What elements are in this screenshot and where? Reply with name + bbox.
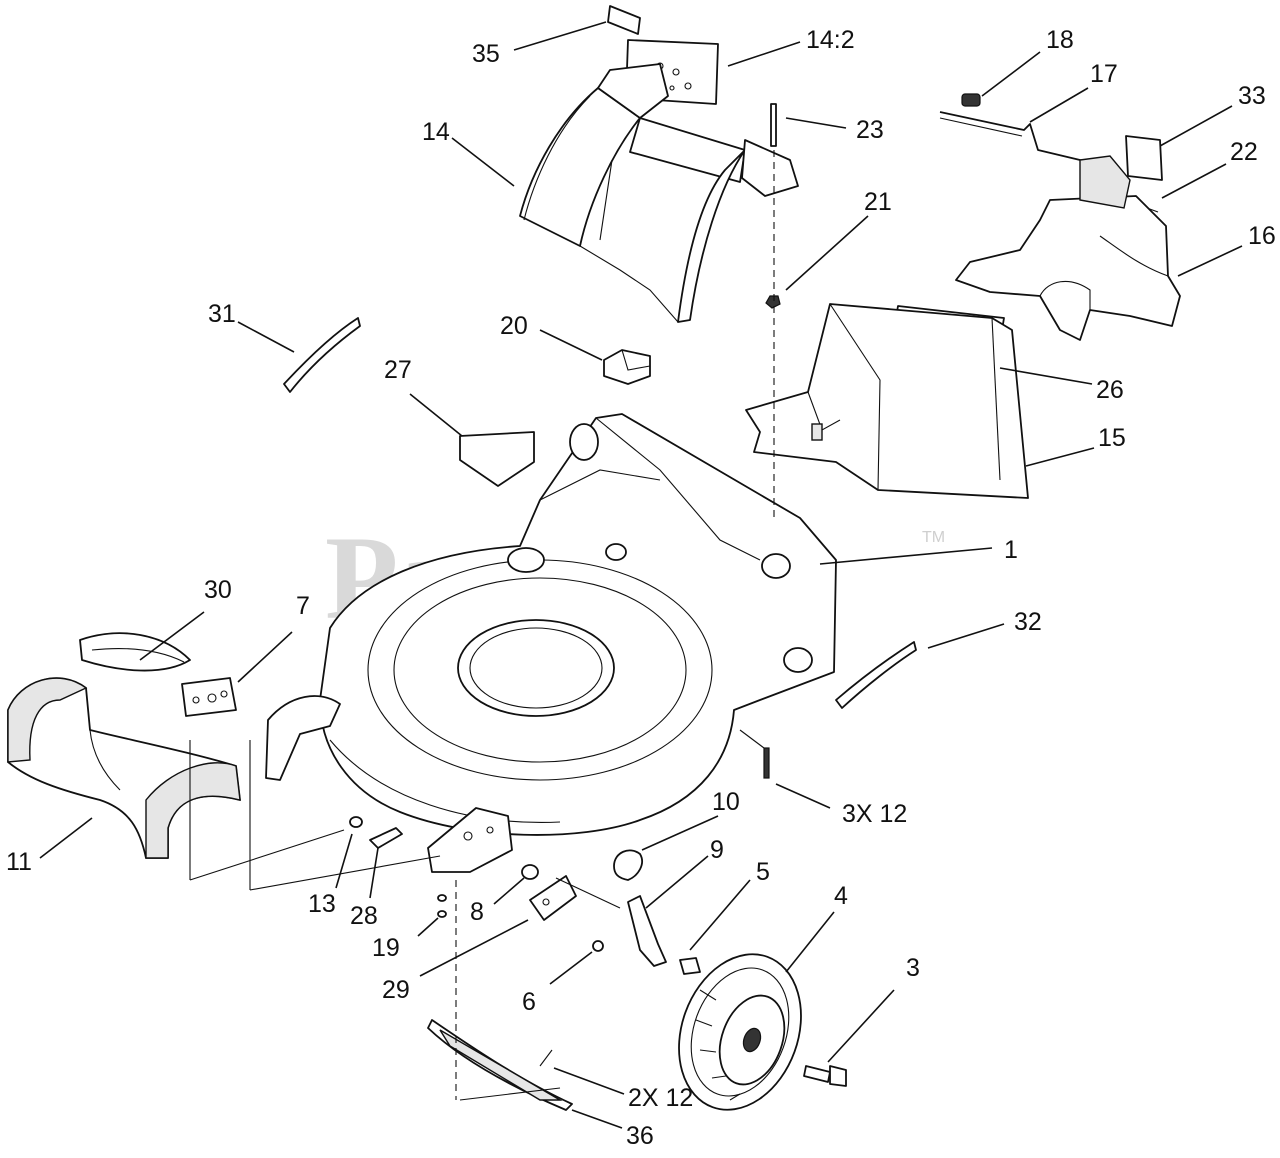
part-15-rear-deflector[interactable] <box>745 303 1029 499</box>
part-29-axle-plate[interactable] <box>529 875 577 921</box>
callout-14[interactable]: 14 <box>422 118 450 146</box>
callout-17[interactable]: 17 <box>1090 60 1118 88</box>
callout-35[interactable]: 35 <box>472 40 500 68</box>
part-3-bolt[interactable] <box>803 1065 847 1087</box>
part-2x12-screw[interactable] <box>539 1049 553 1067</box>
callout-32[interactable]: 32 <box>1014 608 1042 636</box>
callout-28[interactable]: 28 <box>350 902 378 930</box>
callout-23[interactable]: 23 <box>856 116 884 144</box>
part-7-bracket[interactable] <box>181 677 237 717</box>
callout-16[interactable]: 16 <box>1248 222 1276 250</box>
part-3x12-screw[interactable] <box>763 747 770 779</box>
part-19-pins[interactable] <box>437 894 447 918</box>
part-1-deck[interactable] <box>319 413 837 836</box>
part-36-skid[interactable] <box>427 1019 573 1111</box>
callout-labels: 35 14:2 18 17 33 23 14 22 21 16 31 20 26… <box>6 26 1276 1150</box>
callout-14-2[interactable]: 14:2 <box>806 26 855 54</box>
callout-21[interactable]: 21 <box>864 188 892 216</box>
part-14-upper-handle[interactable] <box>519 63 799 323</box>
part-4-wheel[interactable] <box>658 937 822 1127</box>
callout-22[interactable]: 22 <box>1230 138 1258 166</box>
part-9-lever[interactable] <box>627 895 667 967</box>
callout-18[interactable]: 18 <box>1046 26 1074 54</box>
callout-13[interactable]: 13 <box>308 890 336 918</box>
part-height-adjuster[interactable] <box>427 807 513 873</box>
part-27-decal[interactable] <box>459 431 535 487</box>
part-30-strip[interactable] <box>79 632 191 672</box>
callout-3[interactable]: 3 <box>906 954 920 982</box>
callout-27[interactable]: 27 <box>384 356 412 384</box>
part-8-washer[interactable] <box>521 864 539 880</box>
callout-9[interactable]: 9 <box>710 836 724 864</box>
part-20-bumper[interactable] <box>603 349 651 385</box>
callout-29[interactable]: 29 <box>382 976 410 1004</box>
callout-8[interactable]: 8 <box>470 898 484 926</box>
callout-4[interactable]: 4 <box>834 882 848 910</box>
part-32-strip[interactable] <box>835 641 917 709</box>
part-33-decal[interactable] <box>1125 135 1163 181</box>
part-17-bail-rod[interactable] <box>939 111 1093 177</box>
callout-33[interactable]: 33 <box>1238 82 1266 110</box>
part-13-nut[interactable] <box>349 816 363 828</box>
part-16-lower-handle[interactable] <box>955 155 1181 341</box>
callout-11[interactable]: 11 <box>6 848 32 876</box>
part-18-clip[interactable] <box>961 93 981 107</box>
part-11-front-guard[interactable] <box>7 677 241 859</box>
callout-15[interactable]: 15 <box>1098 424 1126 452</box>
watermark-trademark: TM <box>922 529 945 546</box>
part-35-decal[interactable] <box>607 5 641 35</box>
callout-30[interactable]: 30 <box>204 576 232 604</box>
assembly-guide-lines <box>189 150 775 1101</box>
callout-5[interactable]: 5 <box>756 858 770 886</box>
part-21-nut[interactable] <box>765 295 781 309</box>
callout-10[interactable]: 10 <box>712 788 740 816</box>
callout-6[interactable]: 6 <box>522 988 536 1016</box>
leader-lines <box>39 21 1243 1129</box>
part-6-washer[interactable] <box>592 940 604 952</box>
part-23-pin[interactable] <box>770 103 777 147</box>
callout-36[interactable]: 36 <box>626 1122 654 1150</box>
part-28-bracket[interactable] <box>369 827 403 849</box>
callout-3x12[interactable]: 3X 12 <box>842 800 907 828</box>
callout-26[interactable]: 26 <box>1096 376 1124 404</box>
part-5-bolt[interactable] <box>679 957 701 975</box>
part-10-knob[interactable] <box>613 849 643 881</box>
callout-19[interactable]: 19 <box>372 934 400 962</box>
callout-20[interactable]: 20 <box>500 312 528 340</box>
part-front-flap[interactable] <box>265 695 341 781</box>
callout-2x12[interactable]: 2X 12 <box>628 1084 693 1112</box>
callout-1[interactable]: 1 <box>1004 536 1018 564</box>
callout-31[interactable]: 31 <box>208 300 236 328</box>
callout-7[interactable]: 7 <box>296 592 310 620</box>
part-31-strip[interactable] <box>283 317 361 393</box>
